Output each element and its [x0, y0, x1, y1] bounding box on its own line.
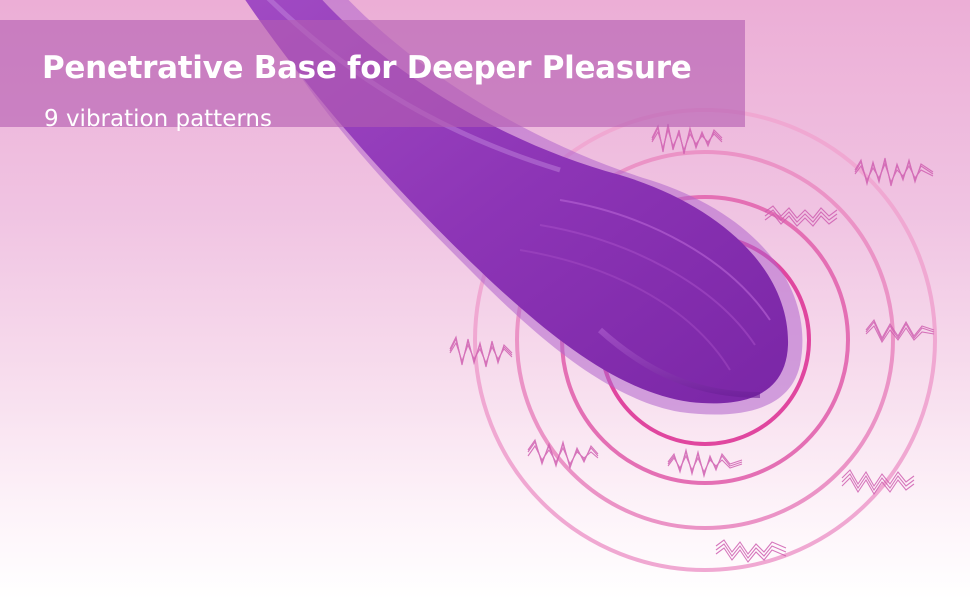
vibration-wave-icon — [449, 123, 935, 563]
vibration-ring-3 — [515, 150, 895, 530]
banner-subtitle: 9 vibration patterns — [44, 106, 272, 132]
headline-banner: Penetrative Base for Deeper Pleasure 9 v… — [0, 20, 745, 132]
banner-title: Penetrative Base for Deeper Pleasure — [42, 50, 692, 86]
